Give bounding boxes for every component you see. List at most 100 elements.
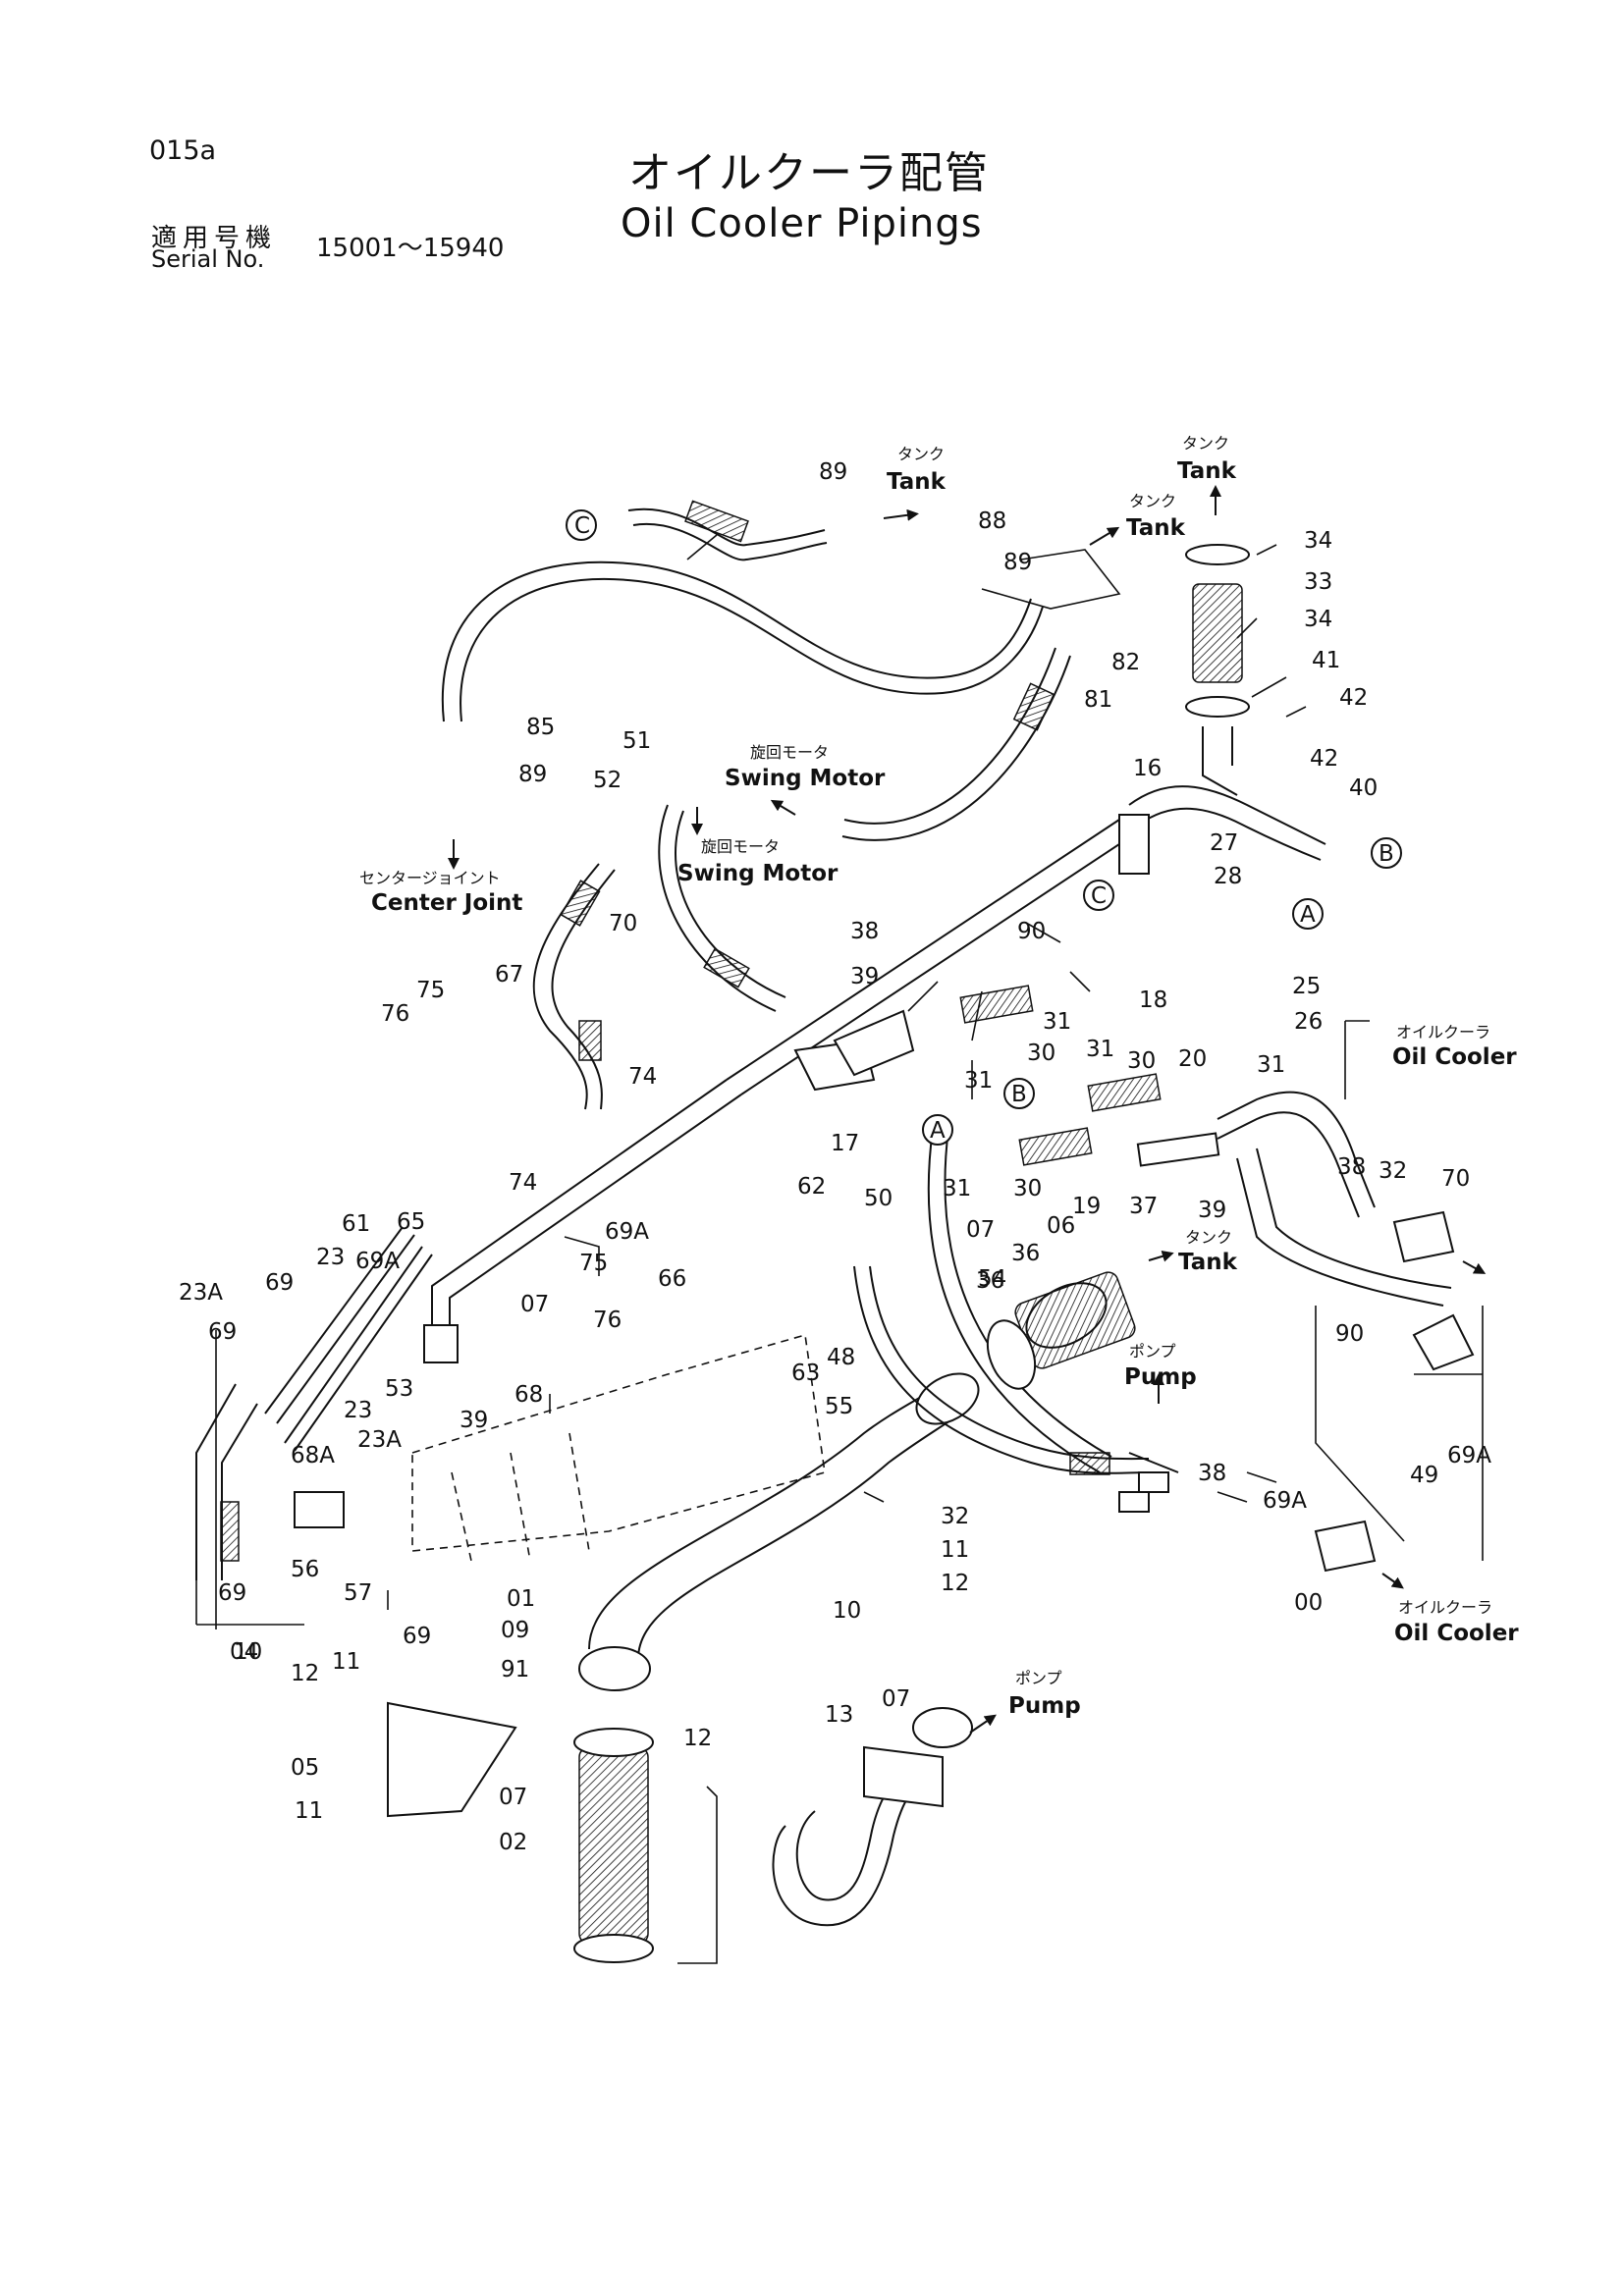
- part-number: 41: [1312, 648, 1340, 673]
- part-number: 23: [344, 1398, 372, 1423]
- connector-circle-a: [1292, 898, 1324, 930]
- part-number: 62: [797, 1174, 826, 1200]
- part-number: 33: [1304, 569, 1332, 595]
- flow-arrow-icon: [969, 1714, 997, 1734]
- part-number: 19: [1072, 1194, 1101, 1219]
- part-number: 12: [291, 1661, 319, 1686]
- part-number: 01: [507, 1586, 535, 1612]
- part-number: 91: [501, 1657, 529, 1682]
- part-number: 68A: [291, 1443, 335, 1468]
- title-japanese: オイルクーラ配管: [628, 148, 990, 198]
- part-number: 31: [1043, 1009, 1071, 1035]
- part-number: 37: [1129, 1194, 1158, 1219]
- part-number: 27: [1210, 830, 1238, 856]
- part-number: 07: [966, 1217, 995, 1243]
- part-number: 30: [1127, 1048, 1156, 1074]
- hose-50-63: [853, 1128, 1150, 1475]
- part-number: 31: [943, 1176, 971, 1201]
- dest-en: Oil Cooler: [1392, 1044, 1517, 1070]
- part-number: 10: [234, 1639, 262, 1665]
- part-number: 75: [579, 1251, 608, 1276]
- pipe-16-17: [423, 785, 1326, 1363]
- part-number: 50: [864, 1186, 893, 1211]
- part-number: 81: [1084, 687, 1112, 713]
- part-number: 38: [850, 919, 879, 944]
- part-number: 36: [976, 1268, 1004, 1294]
- part-number: 42: [1339, 685, 1368, 711]
- dest-ja: センタージョイント: [359, 869, 501, 887]
- part-number: 63: [791, 1361, 820, 1386]
- dest-ja: ポンプ: [1015, 1669, 1062, 1687]
- dest-ja: 旋回モータ: [701, 837, 780, 856]
- dest-ja: タンク: [897, 445, 945, 463]
- connectors: C A B C A B: [566, 509, 1402, 1146]
- bracket-09: [387, 1701, 517, 1818]
- page-code: 015a: [149, 135, 217, 166]
- part-number: 36: [1011, 1241, 1040, 1266]
- part-number: 11: [941, 1537, 969, 1563]
- flow-arrow-icon: [770, 799, 796, 816]
- part-number: 69: [208, 1319, 237, 1345]
- connector-label: A: [930, 1118, 946, 1144]
- part-number-callouts: 89 88 89 82 81 34 33 34 41 42 42 40 16 2…: [179, 459, 1491, 1855]
- part-number: 53: [385, 1376, 413, 1402]
- hose-67: [532, 863, 616, 1110]
- dest-ja: タンク: [1129, 492, 1176, 510]
- part-number: 34: [1304, 607, 1332, 632]
- connector-label: C: [574, 513, 590, 539]
- part-number: 11: [295, 1798, 323, 1824]
- part-number: 02: [499, 1830, 527, 1855]
- part-number: 16: [1133, 756, 1162, 781]
- part-number: 52: [593, 768, 622, 793]
- part-number: 07: [499, 1785, 527, 1810]
- hose-52: [658, 804, 786, 1012]
- hose-81: [841, 647, 1071, 841]
- flow-arrow-icon: [1148, 1250, 1174, 1262]
- part-number: 68: [514, 1382, 543, 1408]
- part-number: 07: [520, 1292, 549, 1317]
- part-number: 23A: [179, 1280, 223, 1306]
- dest-en: Pump: [1008, 1693, 1081, 1719]
- dest-ja: タンク: [1185, 1228, 1232, 1247]
- part-number: 06: [1047, 1213, 1075, 1239]
- serial-label-japanese: 適用号機: [151, 224, 278, 253]
- part-number: 76: [381, 1001, 409, 1027]
- connector-label: C: [1091, 883, 1107, 909]
- fittings-68: [1118, 1452, 1179, 1513]
- part-number: 65: [397, 1209, 425, 1235]
- connector-label: B: [1011, 1082, 1027, 1107]
- part-number: 57: [344, 1580, 372, 1606]
- part-number: 76: [593, 1308, 622, 1333]
- part-number: 23A: [357, 1427, 402, 1453]
- dest-en: Oil Cooler: [1394, 1621, 1519, 1646]
- flow-arrows: [448, 485, 1487, 1734]
- hose-85: [441, 561, 1044, 722]
- part-number: 69A: [1447, 1443, 1491, 1468]
- part-number: 56: [291, 1557, 319, 1582]
- part-number: 31: [1257, 1052, 1285, 1078]
- part-number: 70: [1441, 1166, 1470, 1192]
- flow-arrow-icon: [883, 508, 919, 521]
- dest-en: Swing Motor: [725, 766, 886, 791]
- part-number: 74: [509, 1170, 537, 1196]
- connector-circle-a2: [922, 1114, 953, 1146]
- part-number: 85: [526, 715, 555, 740]
- dest-en: Pump: [1124, 1364, 1197, 1390]
- clamp-block-36: [793, 1009, 915, 1092]
- connector-label: B: [1379, 841, 1394, 867]
- flow-arrow-icon: [1462, 1260, 1487, 1274]
- part-number: 17: [831, 1131, 859, 1156]
- part-number: 90: [1335, 1321, 1364, 1347]
- part-number: 51: [622, 728, 651, 754]
- part-number: 82: [1111, 650, 1140, 675]
- hose-06: [986, 1271, 1136, 1390]
- title-english: Oil Cooler Pipings: [621, 201, 983, 246]
- leader-lines: [195, 534, 1484, 1964]
- flow-arrow-icon: [1089, 526, 1120, 546]
- connector-circle-b2: [1003, 1078, 1035, 1109]
- part-number: 74: [628, 1064, 657, 1090]
- dest-ja: オイルクーラ: [1396, 1023, 1490, 1041]
- part-number: 11: [332, 1649, 360, 1675]
- part-number: 66: [658, 1266, 686, 1292]
